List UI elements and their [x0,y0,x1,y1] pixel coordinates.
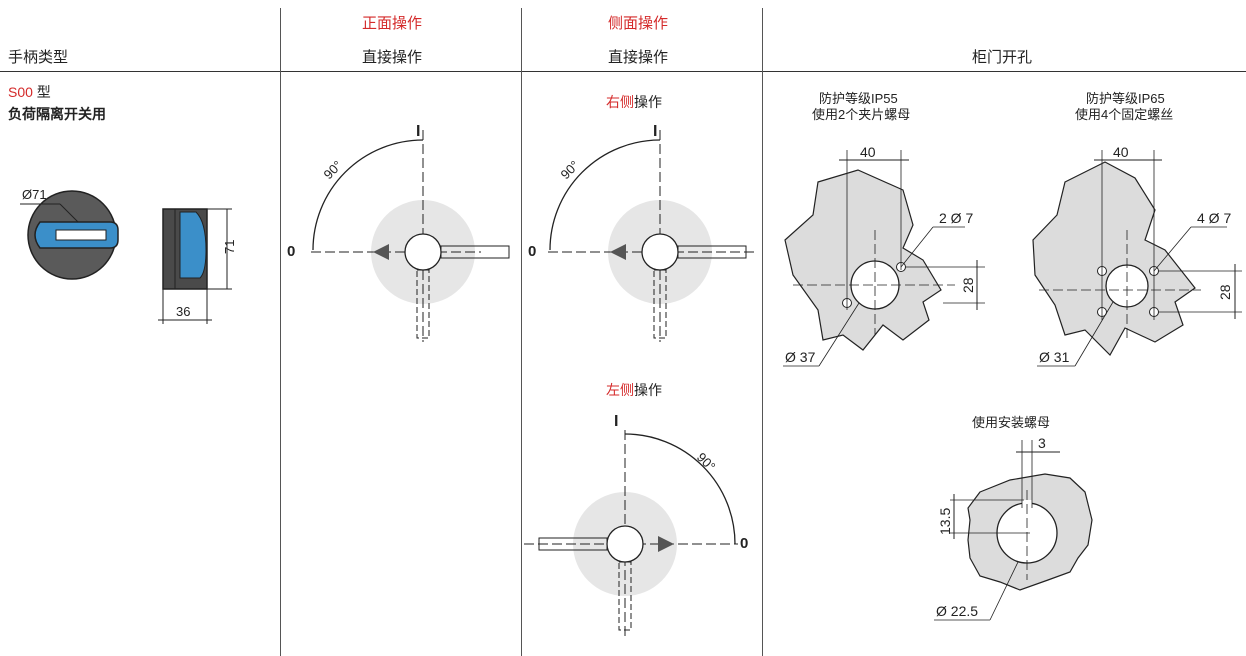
column-divider-1 [280,8,281,656]
ip65-bore-label: Ø 31 [1039,349,1070,365]
ip65-dim-w: 40 [1113,144,1129,160]
ip65-plate [1032,161,1196,356]
handle-type-label: S00 型 [8,82,51,102]
left-lever-left [538,537,608,551]
nut-key-w: 3 [1038,435,1046,451]
side-left-title: 左侧操作 [606,380,662,400]
dia-leader-diag [59,203,79,223]
left-pos-on: I [614,413,618,430]
left-lever-down [618,561,632,631]
column-divider-3 [762,8,763,656]
nut-cutout-drawing: 3 13.5 Ø 22.5 [934,435,1093,621]
front-arc [312,139,424,251]
ip65-holes: 4 Ø 7 [1197,210,1231,226]
ip65-line2: 使用4个固定螺丝 [1075,107,1174,122]
ip55-holes-leader [900,226,934,268]
ip65-holes-leader [1153,226,1192,272]
right-arc [549,139,661,251]
ip55-bore-leader [818,302,860,367]
right-arrow-left [610,244,626,260]
ip65-bore-leader [1074,301,1114,367]
handle-height-label: 71 [222,240,237,254]
ip55-cutout-drawing: 40 28 2 Ø 7 Ø 37 [783,144,985,367]
left-arc [624,433,736,545]
handle-lever-side [179,211,207,279]
header-handle-type: 手柄类型 [8,49,69,66]
header-front-operation: 正面操作 [362,15,423,32]
nut-bore-leader [989,561,1019,621]
handle-type-suffix: 型 [32,84,51,100]
ip55-bore-label: Ø 37 [785,349,816,365]
header-front-direct: 直接操作 [362,49,423,66]
handle-depth-label: 36 [176,304,190,319]
side-right-drawing: I 0 90° [528,123,758,342]
front-pos-off: 0 [287,243,295,260]
handle-dia-label: Ø71 [22,187,47,202]
ip55-line2: 使用2个夹片螺母 [812,107,911,122]
handle-slot [55,229,107,241]
right-pos-off: 0 [528,243,536,260]
side-right-suffix: 操作 [634,94,662,110]
ip65-line1: 防护等级IP65 [1086,91,1165,106]
header-divider [0,71,1246,72]
side-right-side: 右侧 [606,94,634,110]
right-angle-label: 90° [558,158,583,183]
right-lever-down [653,269,667,339]
side-left-side: 左侧 [606,382,634,398]
ip55-dim-w: 40 [860,144,876,160]
ip65-dim-h: 28 [1217,284,1233,300]
front-arrow-left [373,244,389,260]
ip55-dim-h: 28 [960,277,976,293]
nut-title: 使用安装螺母 [972,415,1051,430]
header-door-cutout: 柜门开孔 [972,49,1033,66]
ip65-cutout-drawing: 40 28 4 Ø 7 Ø 31 [1032,144,1242,367]
side-right-title: 右侧操作 [606,92,662,112]
left-arrow-right [658,536,674,552]
ip55-plate [784,169,942,351]
header-side-operation: 侧面操作 [608,15,669,32]
side-left-suffix: 操作 [634,382,662,398]
left-pos-off: 0 [740,535,748,552]
right-pos-on: I [653,123,657,140]
front-lever-right [440,245,510,259]
column-divider-2 [521,8,522,656]
right-shaft [641,233,679,271]
nut-key-h: 13.5 [937,508,953,535]
header-side-direct: 直接操作 [608,49,669,66]
front-shaft [404,233,442,271]
front-pos-on: I [416,123,420,140]
left-angle-label: 90° [694,450,719,475]
right-lever-right [677,245,747,259]
side-left-drawing: I 0 90° [524,413,748,636]
handle-drawing: Ø71 71 36 [20,187,237,324]
ip55-line1: 防护等级IP55 [819,91,898,106]
front-operation-drawing: I 0 90° [287,123,510,342]
handle-description: 负荷隔离开关用 [8,106,106,122]
left-shaft [606,525,644,563]
nut-bore-label: Ø 22.5 [936,603,978,619]
ip55-holes: 2 Ø 7 [939,210,973,226]
handle-type-code: S00 [8,84,33,100]
front-lever-down [416,269,430,339]
front-angle-label: 90° [321,158,346,183]
